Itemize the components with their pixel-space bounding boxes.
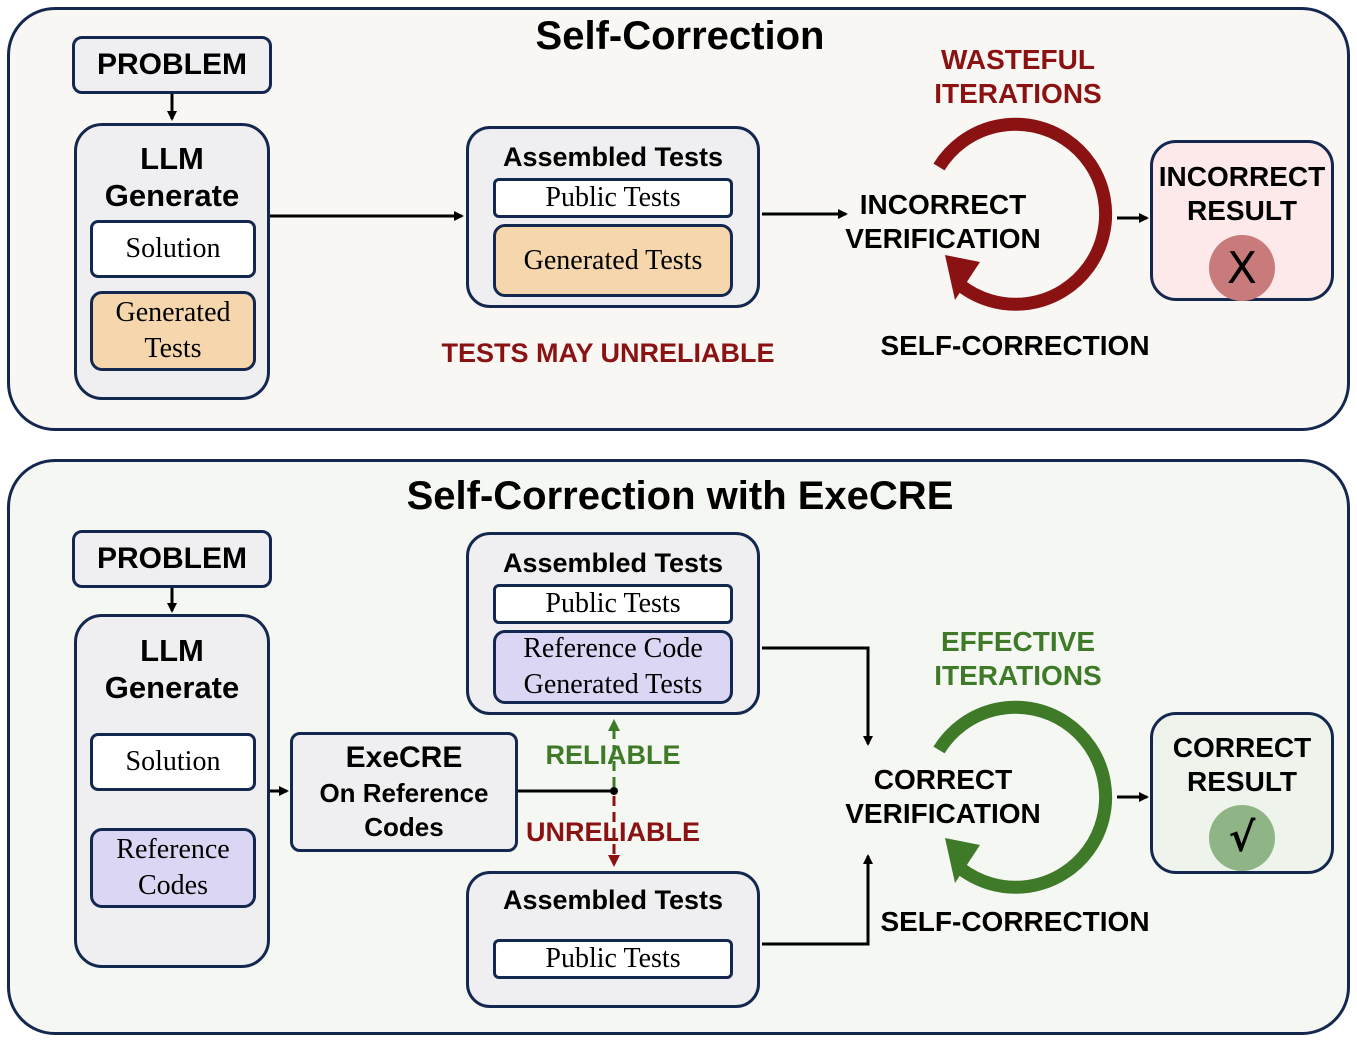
top-solution-box: Solution	[90, 220, 256, 278]
top-public-tests-box: Public Tests	[493, 178, 733, 218]
top-problem-box: PROBLEM	[72, 36, 272, 94]
bottom-problem-label: PROBLEM	[97, 542, 247, 575]
bottom-assembled-tests-title-top: Assembled Tests	[502, 548, 724, 578]
bottom-public-tests-box-bottom: Public Tests	[493, 939, 733, 979]
top-panel-title: Self-Correction	[535, 14, 825, 58]
bottom-public-tests-box-top: Public Tests	[493, 584, 733, 624]
tests-may-unreliable-label: TESTS MAY UNRELIABLE	[441, 338, 775, 368]
bottom-assembled-tests-title-bottom: Assembled Tests	[502, 885, 724, 915]
top-self-correction-label: SELF-CORRECTION	[880, 330, 1150, 361]
correct-check-icon: √	[1209, 805, 1275, 871]
incorrect-x-icon: X	[1209, 235, 1275, 301]
bottom-solution-box: Solution	[90, 733, 256, 791]
execre-box: ExeCRE On Reference Codes	[290, 732, 518, 852]
bottom-self-correction-label: SELF-CORRECTION	[880, 906, 1150, 937]
top-assembled-tests-title: Assembled Tests	[502, 142, 724, 172]
unreliable-label: UNRELIABLE	[526, 817, 700, 847]
reliable-label: RELIABLE	[545, 740, 681, 770]
bottom-panel-title: Self-Correction with ExeCRE	[406, 474, 954, 518]
top-problem-label: PROBLEM	[97, 48, 247, 81]
top-assembled-generated-tests-box: Generated Tests	[493, 224, 733, 297]
bottom-llm-generate-box	[74, 614, 270, 968]
bottom-problem-box: PROBLEM	[72, 530, 272, 588]
